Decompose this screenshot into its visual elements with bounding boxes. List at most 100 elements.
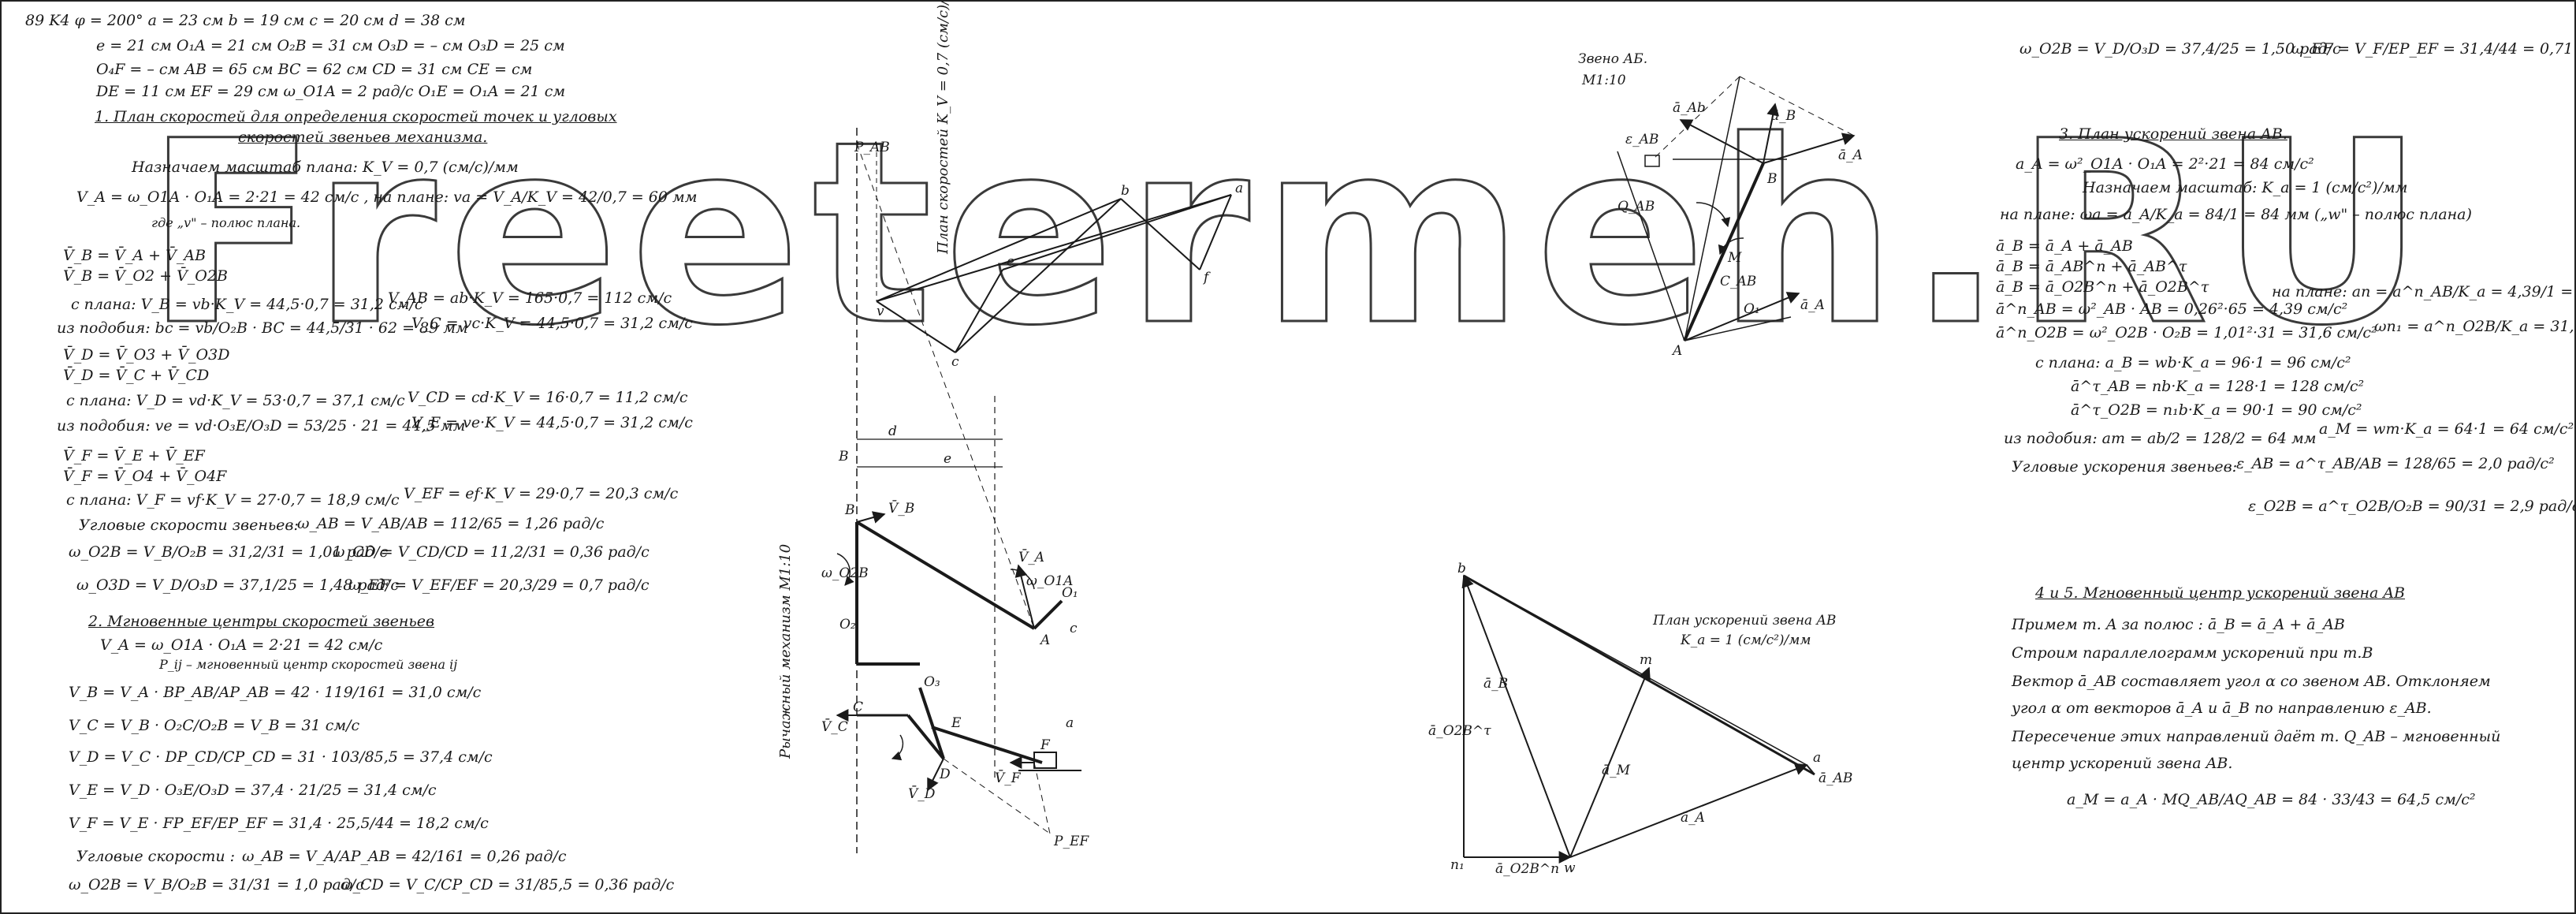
label-vf: V̄_F — [995, 769, 1022, 786]
eps-title: Угловые ускорения звеньев: — [2012, 458, 2238, 476]
given-line-1: e = 21 см O₁A = 21 см O₂B = 31 см O₃D = … — [96, 37, 565, 54]
vel-plan-ef — [1002, 194, 1232, 270]
label-vel-f: f — [1202, 270, 1211, 285]
vd-2: V_D = V_C · DP_CD/CP_CD = 31 · 103/85,5 … — [69, 748, 493, 766]
label-va: V̄_A — [1018, 548, 1044, 565]
section-45-title: 4 и 5. Мгновенный центр ускорений звена … — [2035, 584, 2406, 602]
va-arrow — [1014, 564, 1035, 629]
scale-a: Назначаем масштаб: K_a = 1 (см/с²)/мм — [2083, 179, 2408, 196]
vel-plan-cd — [955, 198, 1122, 353]
link-o1a — [1033, 599, 1063, 630]
arrow-a-a — [1763, 132, 1856, 164]
label-aa: ā_A — [1838, 147, 1863, 163]
label-pab: P_AB — [854, 140, 890, 155]
section-1-title: 1. План скоростей для определения скорос… — [95, 108, 617, 125]
label-c-dim: c — [1070, 621, 1078, 636]
label-d-dim: d — [888, 423, 897, 439]
label-m: M — [1727, 250, 1742, 266]
label-acc-o2b-n: ā_O2B^n — [1495, 861, 1559, 877]
label-c: C — [853, 699, 863, 715]
parallelogram-1 — [1739, 76, 1855, 136]
scale-intro: Назначаем масштаб плана: K_V = 0,7 (см/с… — [132, 159, 519, 176]
vec-accel-2: ā_B = ā_AB^n + ā_AB^τ — [1996, 258, 2187, 275]
accel-m-vector — [1569, 666, 1651, 858]
label-a-dim: a — [1066, 715, 1074, 731]
section-1-title-2: скоростей звеньев механизма. — [238, 129, 488, 146]
eps-o2b: ε_O2B = a^τ_O2B/O₂B = 90/31 = 2,9 рад/с² — [2248, 498, 2576, 515]
ab-line-2 — [1684, 76, 1740, 341]
slider-f — [1033, 752, 1057, 769]
label-acc-a: a — [1813, 750, 1821, 766]
vector-eq-f1: V̄_F = V̄_E + V̄_EF — [63, 447, 205, 464]
podobie-m: из подобия: am = ab/2 = 128/2 = 64 мм — [2004, 430, 2317, 447]
label-ab: ā_B — [1771, 108, 1796, 124]
para-3: угол α от векторов ā_A и ā_B по направле… — [2012, 699, 2432, 717]
pole-note: где „v" – полюс плана. — [151, 215, 301, 230]
label-b-top: B — [838, 449, 849, 464]
vcd-line: V_CD = cd·K_V = 16·0,7 = 11,2 см/с — [408, 389, 688, 406]
label-acc-am: ā_M — [1602, 763, 1631, 778]
label-o2: O₂ — [839, 617, 856, 632]
support-o1 — [1644, 155, 1660, 167]
para-2: Вектор ā_AB составляет угол α со звеном … — [2012, 673, 2491, 690]
accel-plan-scale: K_a = 1 (см/с²)/мм — [1680, 632, 1811, 648]
omega-o2b-arc — [836, 553, 854, 586]
label-o3: O₃ — [924, 674, 940, 690]
w-o2b: ω_O2B = V_B/O₂B = 31,2/31 = 1,01 рад/с — [69, 543, 389, 561]
label-vel-c: c — [951, 354, 959, 370]
omega-cd-arc — [891, 734, 904, 761]
a-a: a_A = ω²_O1A · O₁A = 2²·21 = 84 см/с² — [2016, 155, 2314, 173]
mechanism-caption: Рычажный механизм M1:10 — [777, 544, 794, 759]
ve-line: V_E = ve·K_V = 44,5·0,7 = 31,2 см/с — [411, 414, 693, 431]
vb-arrow — [856, 511, 886, 524]
vb-2: V_B = V_A · BP_AB/AP_AB = 42 · 119/161 =… — [69, 684, 482, 701]
label-f: F — [1040, 737, 1051, 753]
phi-arc — [1010, 569, 1035, 590]
pole-a: Примем т. A за полюс : ā_B = ā_A + ā_AB — [2012, 616, 2345, 633]
section-2-title: 2. Мгновенные центры скоростей звеньев — [88, 613, 435, 630]
accel-b-vector — [1461, 574, 1571, 858]
label-acc-aab: ā_AB — [1818, 770, 1852, 786]
tau-o2b: ā^τ_O2B = n₁b·K_a = 90·1 = 90 см/с² — [2071, 401, 2362, 419]
label-w-o1a: ω_O1A — [1026, 573, 1073, 589]
label-o1-link: O₁ — [1744, 301, 1760, 317]
arrow-a-m — [1684, 292, 1800, 341]
vc-line: V_C = vc·K_V = 44,5·0,7 = 31,2 см/с — [411, 315, 693, 332]
accel-ab-line — [1463, 574, 1815, 776]
vector-eq-d2: V̄_D = V̄_C + V̄_CD — [63, 367, 210, 384]
accel-plan-title: План ускорений звена AB — [1652, 613, 1836, 629]
vel-plan-vc — [876, 300, 956, 353]
label-vd: V̄_D — [908, 785, 936, 802]
label-e: E — [951, 715, 962, 731]
header-given: 89 K4 φ = 200° a = 23 см b = 19 см c = 2… — [25, 12, 466, 29]
acceleration-plan — [1461, 574, 1815, 864]
link-o3d — [918, 687, 945, 759]
label-e-dim: e — [944, 451, 951, 467]
pab-line — [856, 143, 1035, 629]
va-2: V_A = ω_O1A · O₁A = 2·21 = 42 см/с — [100, 636, 383, 654]
w-o2b-top: ω_O2B = V_D/O₃D = 37,4/25 = 1,50 рад/с — [2019, 40, 2341, 58]
vef-line: V_EF = ef·K_V = 29·0,7 = 20,3 см/с — [404, 485, 679, 502]
accel-an — [1806, 764, 1815, 775]
vector-eq-d1: V̄_D = V̄_O3 + V̄_O3D — [63, 346, 230, 364]
label-d: D — [939, 767, 951, 782]
vel-plan-closure — [1199, 194, 1232, 270]
vc-2: V_C = V_B · O₂C/O₂B = V_B = 31 см/с — [69, 717, 360, 734]
mechanism-labels: P_AB B B O₂ C O₃ D E F P_EF A O₁ V̄_A V̄… — [821, 140, 1243, 849]
label-am: ā_A — [1800, 297, 1825, 313]
label-aab: ā_Ab — [1673, 100, 1706, 116]
link-ef — [931, 726, 1043, 764]
w-ef-top: ω_EF = V_F/EP_EF = 31,4/44 = 0,71 рад/с — [2291, 40, 2574, 58]
given-line-2: O₄F = – см AB = 65 см BC = 62 см CD = 31… — [96, 61, 533, 78]
acceleration-plan-labels: b a m n₁ w ā_B ā_M ā_A ā_AB ā_O2B^τ ā_O2… — [1428, 561, 1852, 877]
link-ab-labels: Звено АБ. M1:10 B A Q_AB M ā_A ā_B ā_Ab … — [1578, 51, 1863, 359]
label-w-o2b: ω_O2B — [821, 565, 869, 581]
label-acc-w: w — [1564, 860, 1576, 876]
label-a: A — [1039, 632, 1050, 648]
link-ab-title: Звено АБ. — [1578, 51, 1647, 67]
label-link-b: B — [1766, 171, 1778, 187]
label-acc-o2b-tau: ā_O2B^τ — [1428, 723, 1491, 739]
plan-vd: с плана: V_D = vd·K_V = 53·0,7 = 37,1 см… — [66, 392, 405, 409]
